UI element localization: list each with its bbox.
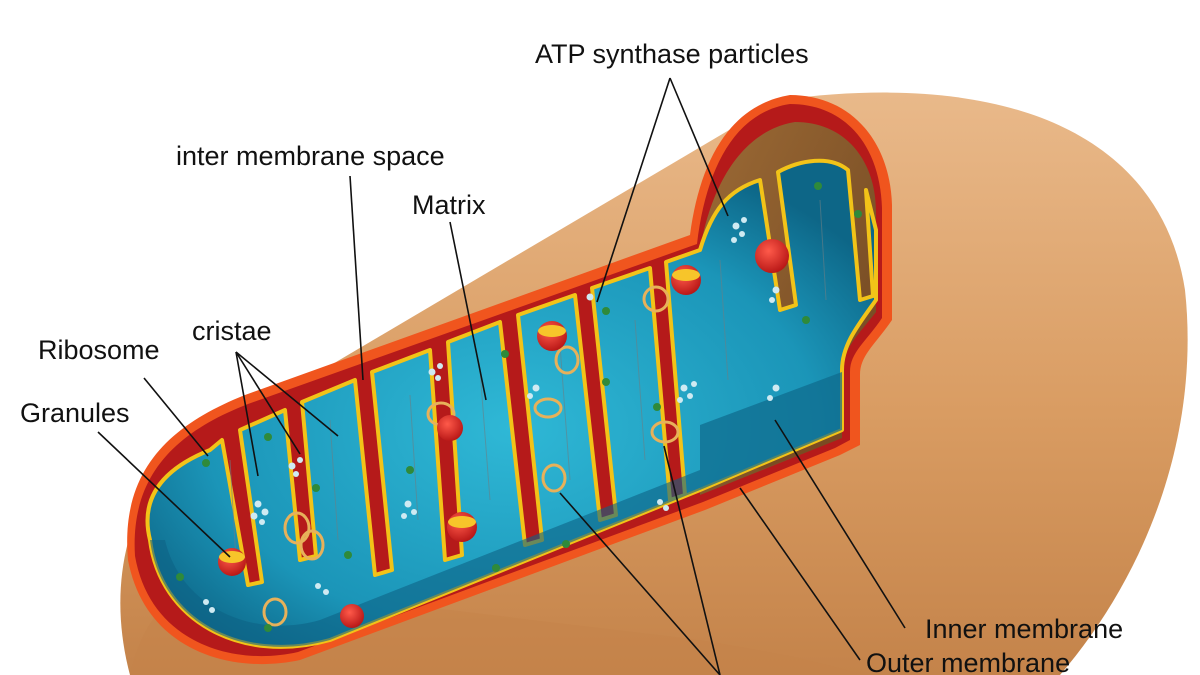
- granule-icon: [344, 551, 352, 559]
- label-outer-membrane: Outer membrane: [866, 648, 1070, 675]
- dna-ring-icon: [554, 345, 580, 375]
- dna-ring-icon: [642, 285, 670, 313]
- label-inter-membrane-space: inter membrane space: [176, 141, 445, 171]
- granule-icon: [802, 316, 810, 324]
- granule-icon: [406, 466, 414, 474]
- granule-icon: [814, 182, 822, 190]
- label-cristae: cristae: [192, 316, 272, 346]
- granule-icon: [653, 403, 661, 411]
- ribosomes: [218, 239, 789, 628]
- dna-ring-icon: [650, 420, 680, 444]
- dna-rings: [262, 285, 680, 627]
- granule-icon: [854, 210, 862, 218]
- leader-cristae-3: [235, 351, 339, 437]
- granules-dots: [176, 182, 862, 632]
- label-matrix: Matrix: [412, 190, 486, 220]
- leader-inner-membrane: [774, 419, 906, 629]
- granule-icon: [562, 540, 570, 548]
- atp-particles: [203, 217, 780, 613]
- granule-icon: [264, 433, 272, 441]
- granule-icon: [602, 378, 610, 386]
- matrix-filaments: [229, 199, 827, 561]
- leader-atp-2: [669, 77, 729, 217]
- ribosome-icon: [340, 604, 364, 628]
- leader-matrix: [449, 221, 487, 401]
- label-granules: Granules: [20, 398, 130, 428]
- dna-ring-icon: [262, 597, 288, 627]
- leader-outer-membrane: [739, 487, 861, 661]
- leader-granules: [97, 431, 231, 558]
- ribosome-icon: [755, 239, 789, 273]
- leader-ribosome: [143, 377, 209, 457]
- leader-dna-1: [559, 492, 721, 675]
- leader-atp-1: [596, 77, 671, 303]
- granule-icon: [264, 624, 272, 632]
- leader-cristae-2: [235, 351, 301, 455]
- granule-icon: [312, 484, 320, 492]
- granule-icon: [176, 573, 184, 581]
- label-inner-membrane: Inner membrane: [925, 614, 1123, 644]
- granule-icon: [501, 350, 509, 358]
- granule-icon: [602, 307, 610, 315]
- leader-dna-2: [663, 445, 721, 675]
- leader-intermembrane: [349, 175, 364, 381]
- label-atp-synthase-particles: ATP synthase particles: [535, 39, 809, 69]
- labels: ATP synthase particles inter membrane sp…: [20, 39, 1123, 675]
- ribosome-icon: [437, 415, 463, 441]
- dna-ring-icon: [533, 397, 563, 419]
- dna-ring-icon: [283, 511, 311, 545]
- label-ribosome: Ribosome: [38, 335, 160, 365]
- leader-cristae-1: [235, 351, 259, 477]
- granule-icon: [202, 459, 210, 467]
- leader-lines: [97, 77, 906, 675]
- dna-ring-icon: [299, 529, 325, 561]
- dna-ring-icon: [541, 463, 567, 493]
- granule-icon: [492, 564, 500, 572]
